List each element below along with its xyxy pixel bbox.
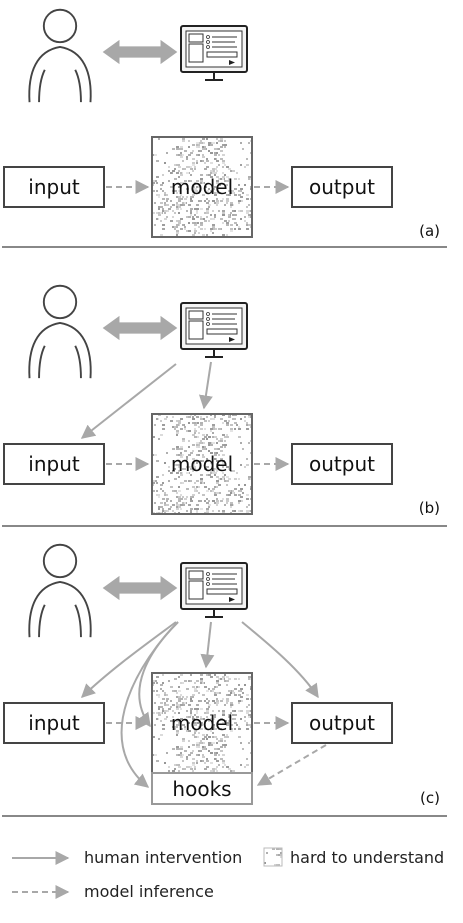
computer-icon	[179, 24, 249, 82]
intervention-arrow	[200, 621, 215, 669]
person-icon	[28, 8, 92, 104]
panel-label-a: (a)	[419, 222, 440, 240]
model-label: model	[171, 175, 233, 199]
computer-icon	[179, 301, 249, 359]
panel-label-c: (c)	[420, 789, 440, 807]
intervention-arrow	[80, 621, 177, 698]
intervention-arrow	[198, 361, 213, 410]
model-label: model	[171, 452, 233, 476]
person-icon	[28, 543, 92, 639]
model-label: model	[171, 711, 233, 735]
model-box	[151, 136, 253, 238]
panel-b: input model output (b)	[3, 284, 440, 517]
output-label: output	[309, 452, 375, 476]
output-box	[291, 166, 393, 208]
intervention-arrow	[241, 621, 319, 699]
computer-icon	[179, 561, 249, 619]
output-box	[291, 443, 393, 485]
hooks-box	[151, 772, 253, 805]
bidirectional-arrow-icon	[102, 575, 178, 601]
model-box	[151, 413, 253, 515]
inference-arrow	[256, 744, 327, 786]
legend-human-intervention: human intervention	[84, 848, 242, 867]
intervention-arrow	[80, 363, 177, 439]
panel-c: input model hooks output (c)	[3, 543, 440, 807]
input-box	[3, 702, 105, 744]
legend-hard-to-understand: hard to understand	[290, 848, 444, 867]
legend: human intervention hard to understand mo…	[12, 847, 444, 901]
panel-label-b: (b)	[419, 499, 440, 517]
hooks-label: hooks	[172, 777, 231, 801]
noise-texture-icon	[263, 847, 283, 867]
person-icon	[28, 284, 92, 380]
output-label: output	[309, 175, 375, 199]
model-box	[151, 672, 253, 774]
bidirectional-arrow-icon	[102, 39, 178, 65]
output-label: output	[309, 711, 375, 735]
input-label: input	[28, 452, 80, 476]
legend-model-inference: model inference	[84, 882, 214, 901]
input-box	[3, 443, 105, 485]
input-label: input	[28, 175, 80, 199]
output-box	[291, 702, 393, 744]
input-box	[3, 166, 105, 208]
input-label: input	[28, 711, 80, 735]
bidirectional-arrow-icon	[102, 315, 178, 341]
panel-a: input model output (a)	[3, 8, 440, 240]
intervention-arrow	[136, 621, 179, 728]
